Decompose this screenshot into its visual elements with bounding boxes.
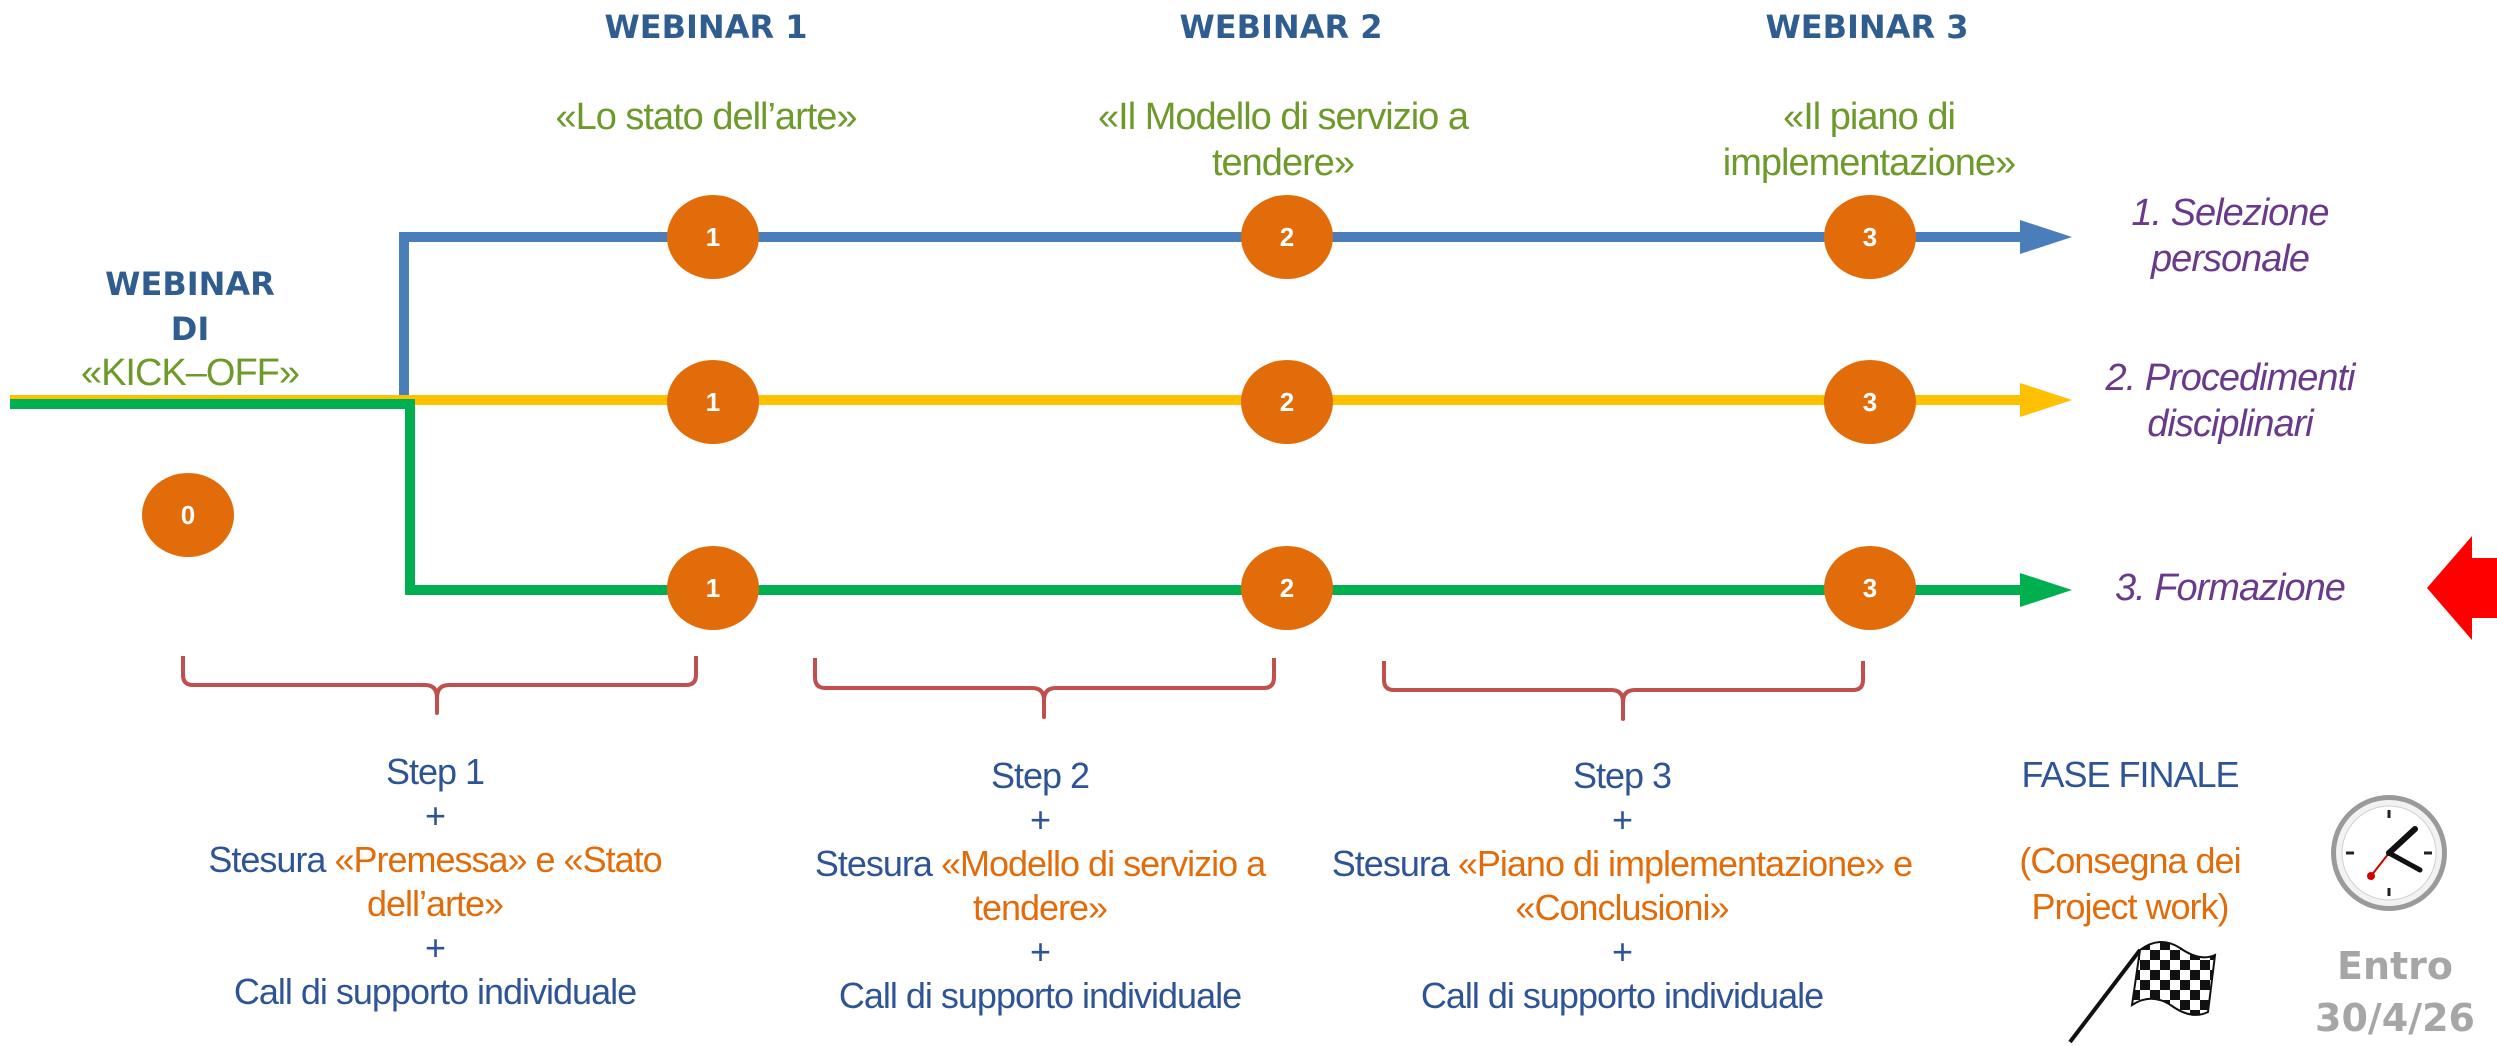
track-label-formazione: 3. Formazione — [2115, 567, 2346, 609]
svg-text:1: 1 — [706, 222, 720, 252]
svg-text:0: 0 — [181, 500, 195, 530]
svg-text:3: 3 — [1863, 573, 1877, 603]
svg-text:2: 2 — [1280, 387, 1294, 417]
track-line-formazione — [10, 399, 2072, 607]
track-line-selezione — [399, 220, 2072, 405]
track-label-procedimenti: 2. Procedimenti disciplinari — [2105, 357, 2355, 445]
milestone-1-blue: 1 — [667, 195, 759, 279]
webinar-2-subtitle: «Il Modello di servizio a tendere» — [1098, 96, 1469, 184]
milestone-2-blue: 2 — [1241, 195, 1333, 279]
checkered-flag-icon — [2068, 941, 2217, 1044]
milestone-2-green: 2 — [1241, 546, 1333, 630]
webinar-1-title: WEBINAR 1 — [604, 8, 808, 46]
final-phase: FASE FINALE (Consegna dei Project work) — [2019, 754, 2241, 927]
svg-text:1: 1 — [706, 387, 720, 417]
brace-step-2 — [813, 658, 1276, 719]
svg-text:2: 2 — [1280, 222, 1294, 252]
deadline-label: Entro 30/4/26 — [2315, 944, 2475, 1040]
svg-text:3: 3 — [1863, 222, 1877, 252]
svg-text:1: 1 — [706, 573, 720, 603]
svg-text:3: 3 — [1863, 387, 1877, 417]
webinar-3-title: WEBINAR 3 — [1765, 8, 1969, 46]
milestone-3-green: 3 — [1824, 546, 1916, 630]
clock-icon — [2331, 795, 2447, 911]
webinar-2-title: WEBINAR 2 — [1179, 8, 1383, 46]
milestone-1-green: 1 — [667, 546, 759, 630]
svg-text:2: 2 — [1280, 573, 1294, 603]
track-label-selezione: 1. Selezione personale — [2131, 192, 2329, 280]
step-1-description: Step 1 + Stesura «Premessa» e «Stato del… — [208, 751, 662, 1012]
milestone-0-marker: 0 — [142, 473, 234, 557]
kickoff-label: WEBINAR DI «KICK–OFF» — [80, 265, 300, 394]
milestone-1-yellow: 1 — [667, 360, 759, 444]
webinar-1-subtitle: «Lo stato dell’arte» — [555, 96, 857, 138]
milestone-3-yellow: 3 — [1824, 360, 1916, 444]
brace-step-3 — [1382, 661, 1865, 721]
webinar-3-subtitle: «Il piano di implementazione» — [1722, 96, 2016, 184]
step-2-description: Step 2 + Stesura «Modello di servizio a … — [814, 755, 1266, 1016]
brace-step-1 — [181, 656, 698, 715]
step-3-description: Step 3 + Stesura «Piano di implementazio… — [1331, 755, 1913, 1016]
milestone-3-blue: 3 — [1824, 195, 1916, 279]
red-pointer-icon — [2427, 536, 2497, 640]
milestone-2-yellow: 2 — [1241, 360, 1333, 444]
